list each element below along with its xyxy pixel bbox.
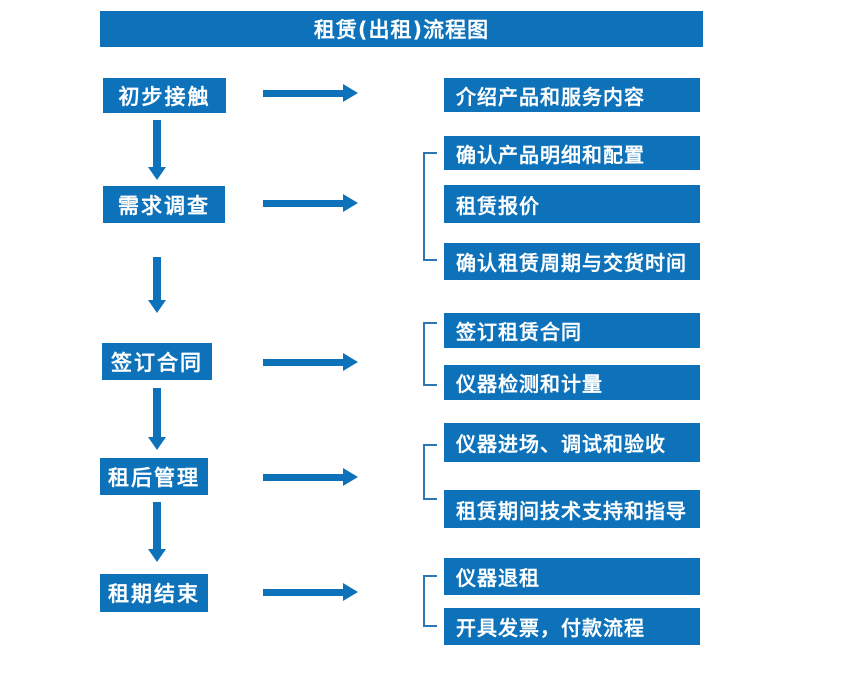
detail-box-technical-support: 租赁期间技术支持和指导	[444, 490, 700, 528]
arrow-head	[148, 549, 166, 562]
arrow-head	[343, 194, 358, 212]
detail-label: 租赁报价	[456, 193, 540, 218]
detail-label: 开具发票，付款流程	[456, 616, 645, 640]
arrow-shaft	[263, 358, 343, 366]
page-title: 租赁(出租)流程图	[313, 18, 490, 42]
detail-label: 签订租赁合同	[456, 320, 582, 344]
arrow-head	[343, 84, 358, 102]
arrow-shaft	[153, 388, 161, 437]
arrow-head	[148, 300, 166, 313]
step-label: 初步接触	[118, 84, 211, 109]
group-bracket	[423, 152, 437, 261]
right-arrow-icon	[263, 583, 358, 601]
detail-box-confirm-product-config: 确认产品明细和配置	[444, 136, 700, 170]
detail-label: 确认产品明细和配置	[456, 142, 645, 167]
arrow-shaft	[153, 502, 161, 549]
detail-label: 仪器退租	[456, 566, 540, 590]
step-label: 租期结束	[108, 582, 200, 606]
down-arrow-icon	[148, 257, 166, 313]
detail-label: 确认租赁周期与交货时间	[456, 251, 687, 275]
step-box-rental-end: 租期结束	[100, 574, 208, 612]
group-bracket	[423, 444, 437, 500]
arrow-shaft	[153, 120, 161, 167]
arrow-head	[343, 583, 358, 601]
group-bracket	[423, 575, 437, 627]
arrow-shaft	[153, 257, 161, 300]
step-label: 需求调查	[118, 193, 210, 218]
detail-box-sign-rental-contract: 签订租赁合同	[444, 313, 700, 348]
detail-box-rental-quotation: 租赁报价	[444, 185, 700, 223]
down-arrow-icon	[148, 120, 166, 180]
detail-label: 仪器检测和计量	[456, 372, 603, 396]
arrow-head	[148, 437, 166, 450]
step-box-post-rental-management: 租后管理	[100, 458, 208, 495]
detail-box-instrument-testing: 仪器检测和计量	[444, 365, 700, 400]
right-arrow-icon	[263, 84, 358, 102]
arrow-shaft	[263, 588, 343, 596]
step-box-sign-contract: 签订合同	[102, 343, 212, 380]
step-box-initial-contact: 初步接触	[103, 78, 226, 113]
down-arrow-icon	[148, 502, 166, 562]
detail-label: 仪器进场、调试和验收	[456, 432, 666, 456]
group-bracket	[423, 322, 437, 386]
detail-box-introduce-products: 介绍产品和服务内容	[444, 78, 700, 112]
right-arrow-icon	[263, 353, 358, 371]
right-arrow-icon	[263, 468, 358, 486]
step-label: 租后管理	[108, 465, 200, 490]
detail-label: 介绍产品和服务内容	[456, 84, 645, 109]
detail-box-instrument-setup-acceptance: 仪器进场、调试和验收	[444, 423, 700, 462]
arrow-head	[148, 167, 166, 180]
right-arrow-icon	[263, 194, 358, 212]
arrow-shaft	[263, 199, 343, 207]
detail-box-instrument-return: 仪器退租	[444, 558, 700, 595]
down-arrow-icon	[148, 388, 166, 450]
detail-label: 租赁期间技术支持和指导	[456, 498, 687, 523]
detail-box-invoice-payment: 开具发票，付款流程	[444, 608, 700, 645]
title-bar: 租赁(出租)流程图	[100, 11, 703, 47]
arrow-shaft	[263, 89, 343, 97]
step-label: 签订合同	[111, 350, 203, 375]
arrow-head	[343, 468, 358, 486]
arrow-head	[343, 353, 358, 371]
step-box-demand-survey: 需求调查	[103, 186, 225, 223]
detail-box-confirm-period-delivery: 确认租赁周期与交货时间	[444, 243, 700, 280]
arrow-shaft	[263, 473, 343, 481]
